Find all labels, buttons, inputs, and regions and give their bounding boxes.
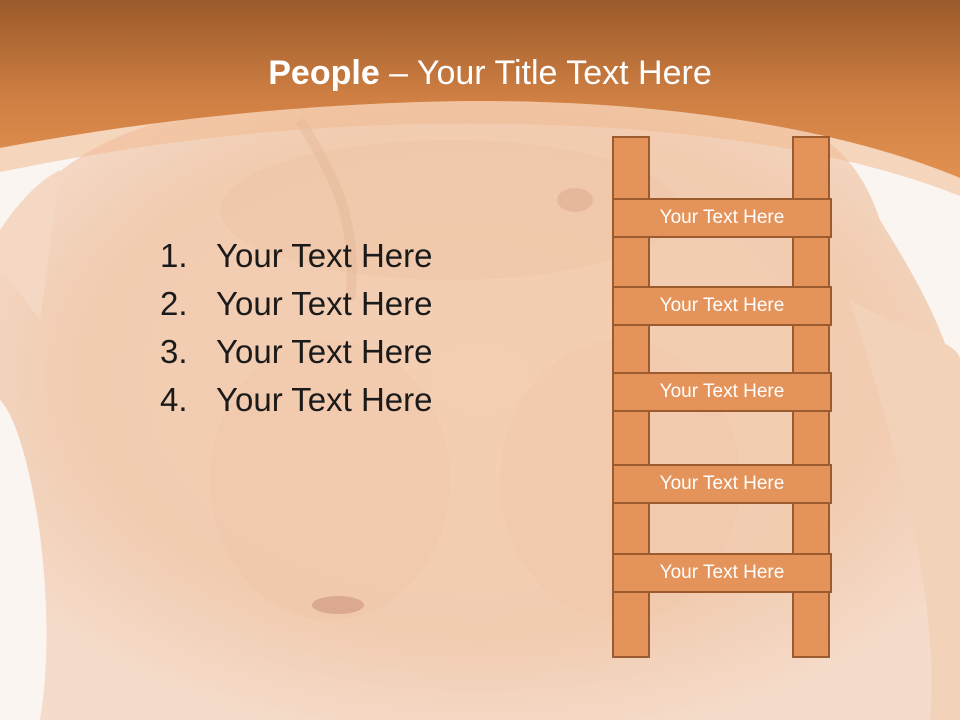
ladder-rung: Your Text Here [612,553,832,593]
list-item: 3. Your Text Here [160,328,432,376]
list-item: 1. Your Text Here [160,232,432,280]
list-item: 4. Your Text Here [160,376,432,424]
ladder-rung: Your Text Here [612,286,832,326]
list-number: 2. [160,285,188,322]
list-number: 1. [160,237,188,274]
ladder-rung: Your Text Here [612,372,832,412]
numbered-list: 1. Your Text Here 2. Your Text Here 3. Your… [160,232,432,424]
header-band [0,0,960,196]
list-number: 3. [160,333,188,370]
ladder-rung: Your Text Here [612,198,832,238]
list-number: 4. [160,381,188,418]
list-item: 2. Your Text Here [160,280,432,328]
title-bold: People [268,54,380,92]
list-text: Your Text Here [216,285,433,322]
list-text: Your Text Here [216,237,433,274]
list-text: Your Text Here [216,333,433,370]
title-rest: – Your Title Text Here [379,54,712,92]
slide-title: People – Your Title Text Here [0,54,960,93]
list-text: Your Text Here [216,381,433,418]
ladder-rung: Your Text Here [612,464,832,504]
